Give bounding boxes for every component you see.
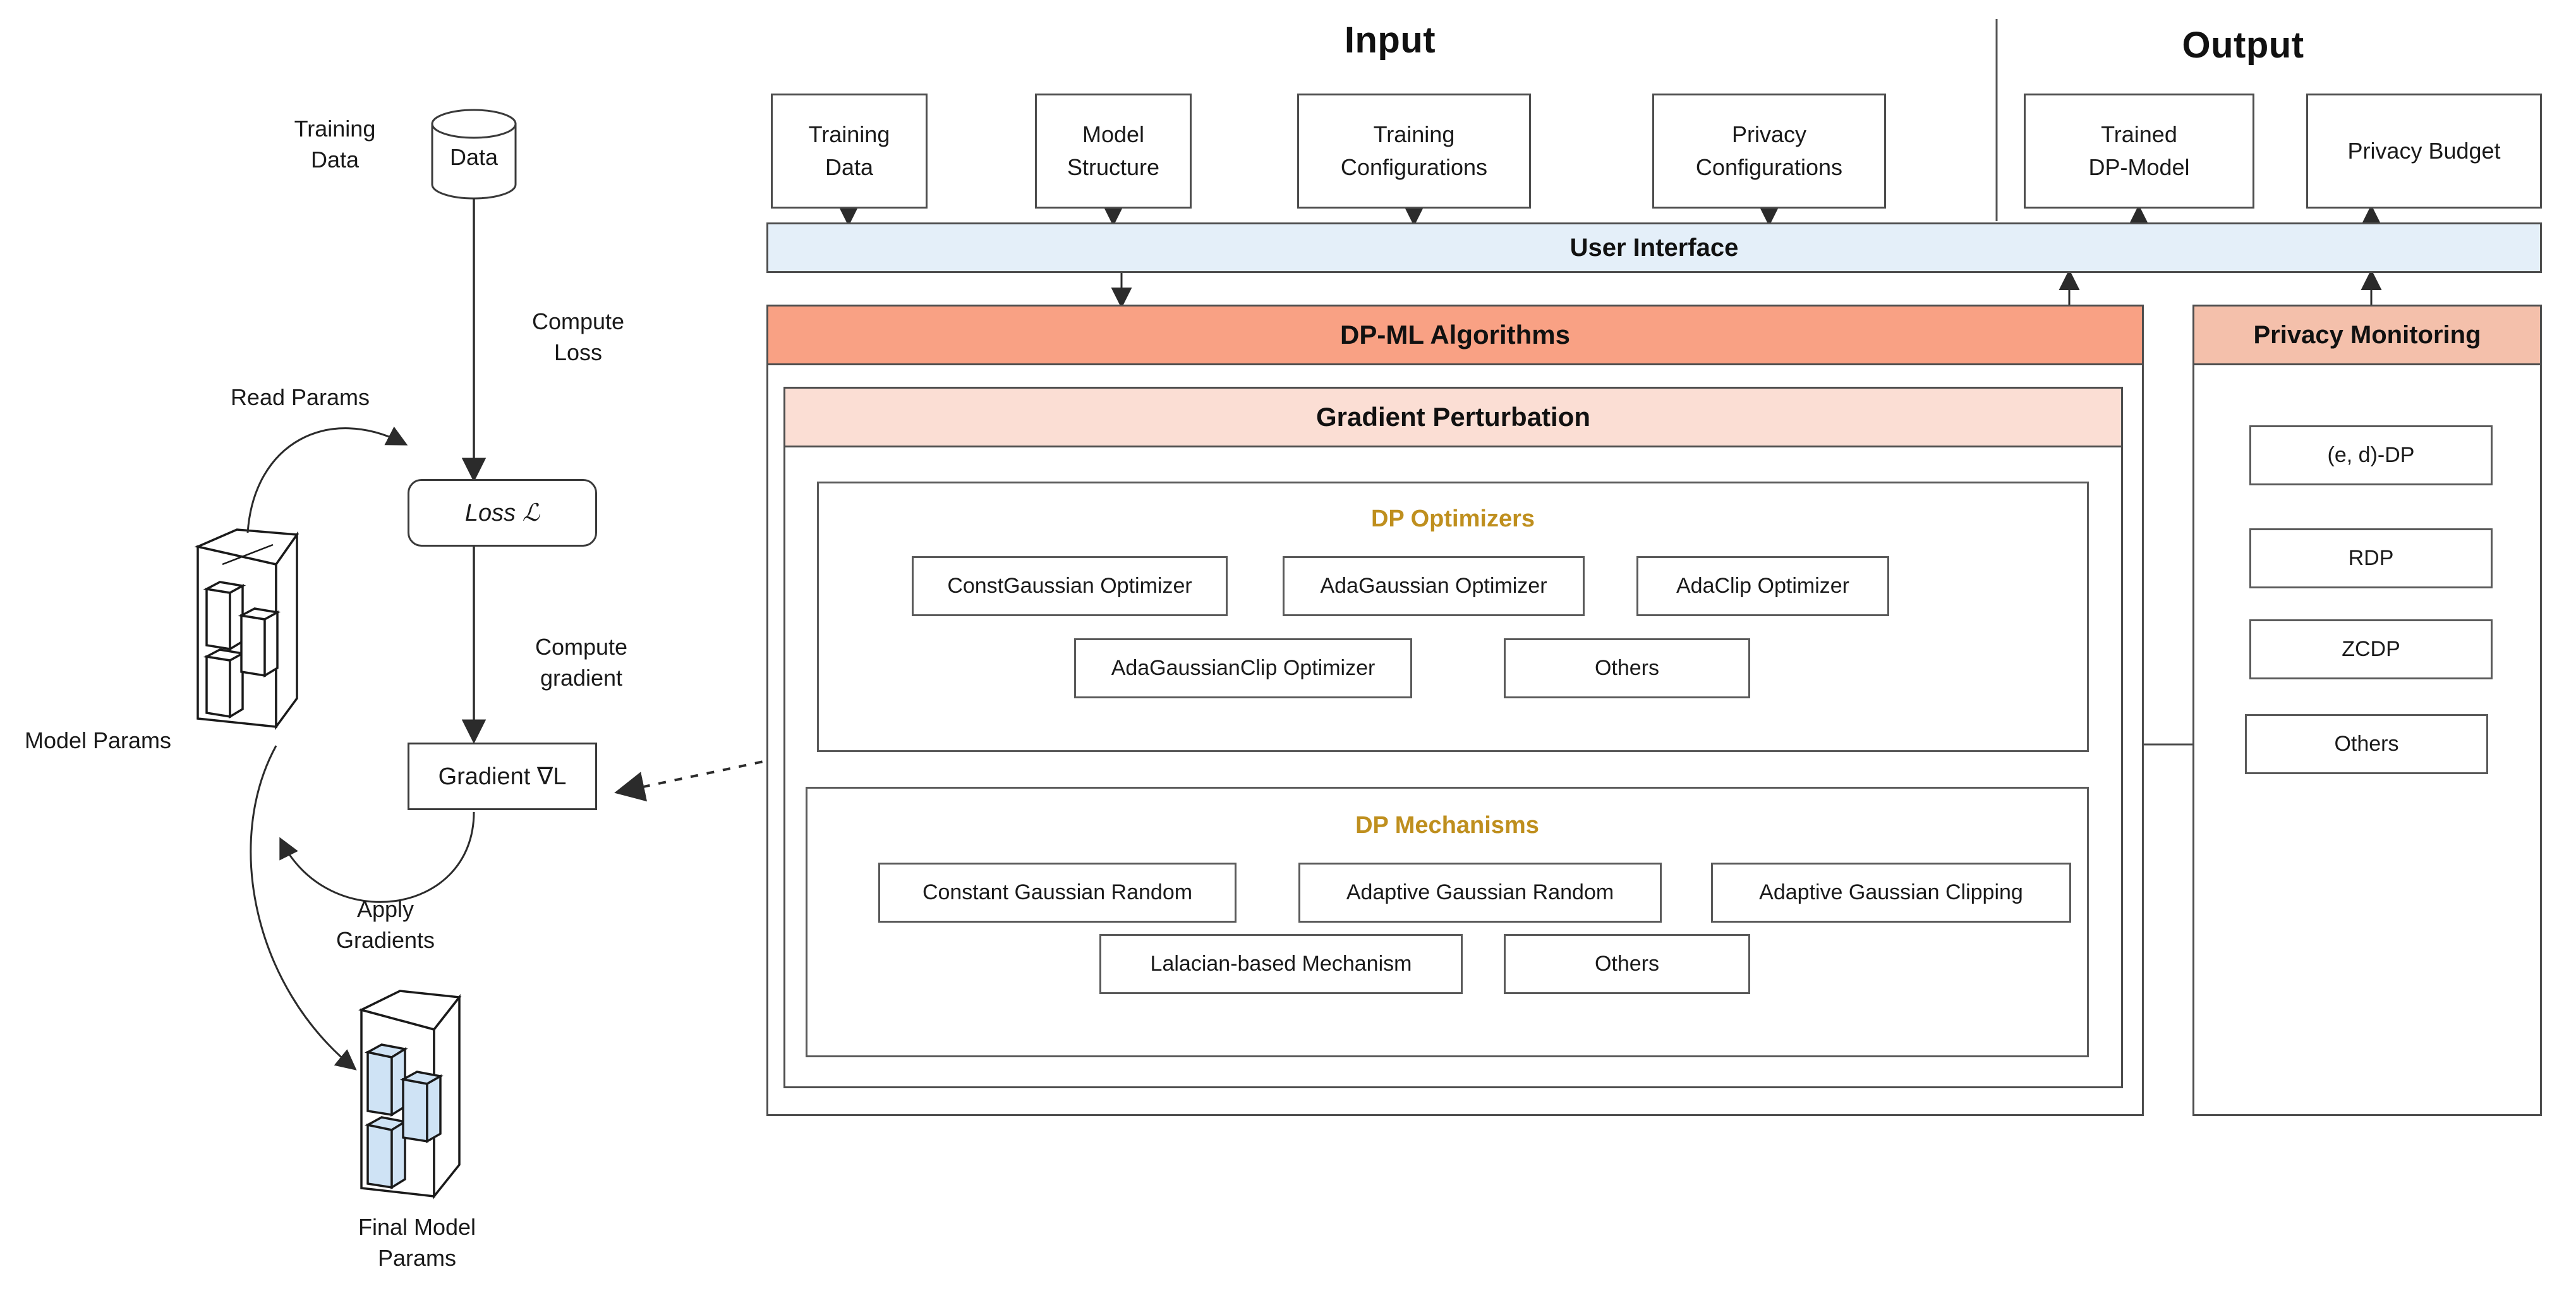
- model-params-3d-shape: [194, 528, 299, 731]
- dp-optimizers-group: [817, 482, 2089, 752]
- input-box-training-data[interactable]: Training Data: [771, 94, 928, 209]
- dp-optimizer-adagaussian[interactable]: AdaGaussian Optimizer: [1283, 556, 1585, 616]
- dp-optimizer-others[interactable]: Others: [1504, 638, 1750, 698]
- chip-label: RDP: [2348, 546, 2394, 570]
- dpml-algorithms-title: DP-ML Algorithms: [1340, 320, 1570, 349]
- output-box-privacy-budget[interactable]: Privacy Budget: [2306, 94, 2542, 209]
- model-params-label: Model Params: [24, 727, 172, 753]
- read-params-label: Read Params: [230, 384, 370, 410]
- dp-mechanism-constant-gaussian-random[interactable]: Constant Gaussian Random: [878, 863, 1237, 923]
- gradient-perturbation-title: Gradient Perturbation: [1315, 402, 1591, 432]
- training-data-label-line2: Data: [310, 146, 360, 173]
- input-box-line2: Structure: [1067, 154, 1160, 180]
- dp-optimizer-constgaussian[interactable]: ConstGaussian Optimizer: [912, 556, 1228, 616]
- dp-optimizer-adagaussianclip[interactable]: AdaGaussianClip Optimizer: [1074, 638, 1412, 698]
- input-box-line2: Configurations: [1695, 154, 1843, 180]
- data-cylinder-label: Data: [449, 144, 499, 170]
- apply-gradients-label: Apply Gradients: [336, 896, 435, 953]
- output-section-title: Output: [2182, 25, 2304, 66]
- user-interface-bar[interactable]: User Interface: [766, 222, 2542, 273]
- chip-label: (e, d)-DP: [2327, 443, 2415, 467]
- output-box-label: Privacy Budget: [2347, 137, 2501, 164]
- final-model-params-label: Final Model Params: [358, 1214, 476, 1271]
- compute-gradient-label: Compute gradient: [535, 634, 628, 691]
- chip-label: AdaClip Optimizer: [1676, 574, 1849, 598]
- input-box-privacy-configurations[interactable]: Privacy Configurations: [1652, 94, 1886, 209]
- chip-label: Adaptive Gaussian Clipping: [1759, 880, 2023, 904]
- input-box-line1: Training: [1373, 121, 1455, 147]
- chip-label: Others: [1594, 952, 1660, 976]
- dpml-algorithms-header[interactable]: DP-ML Algorithms: [766, 305, 2144, 365]
- compute-loss-label: Compute Loss: [531, 308, 625, 365]
- user-interface-label: User Interface: [1569, 233, 1739, 262]
- chip-label: Others: [2334, 732, 2399, 756]
- dp-optimizer-adaclip[interactable]: AdaClip Optimizer: [1636, 556, 1889, 616]
- output-box-line2: DP-Model: [2088, 154, 2190, 180]
- privacy-monitoring-item-others[interactable]: Others: [2245, 714, 2488, 774]
- chip-label: ConstGaussian Optimizer: [947, 574, 1192, 598]
- dp-mechanism-others[interactable]: Others: [1504, 934, 1750, 994]
- input-box-model-structure[interactable]: Model Structure: [1035, 94, 1192, 209]
- input-box-line1: Privacy: [1731, 121, 1807, 147]
- dp-mechanism-lalacian-based[interactable]: Lalacian-based Mechanism: [1099, 934, 1463, 994]
- privacy-monitoring-title: Privacy Monitoring: [2253, 320, 2481, 349]
- input-box-line1: Training: [808, 121, 890, 147]
- privacy-monitoring-item-zcdp[interactable]: ZCDP: [2249, 619, 2493, 679]
- output-box-trained-dp-model[interactable]: Trained DP-Model: [2024, 94, 2254, 209]
- chip-label: AdaGaussian Optimizer: [1320, 574, 1547, 598]
- training-data-label-line1: Training: [294, 116, 376, 142]
- gradient-perturbation-header[interactable]: Gradient Perturbation: [783, 387, 2123, 447]
- dp-optimizers-title: DP Optimizers: [1370, 506, 1535, 532]
- input-section-title: Input: [1344, 20, 1436, 61]
- gradient-box-label: Gradient ∇L: [438, 763, 567, 790]
- input-box-line1: Model: [1082, 121, 1145, 147]
- gradient-box[interactable]: Gradient ∇L: [408, 743, 597, 810]
- privacy-monitoring-item-ed-dp[interactable]: (e, d)-DP: [2249, 425, 2493, 485]
- chip-label: Adaptive Gaussian Random: [1346, 880, 1614, 904]
- input-box-line2: Configurations: [1340, 154, 1488, 180]
- final-model-params-3d-shape: [358, 990, 462, 1199]
- training-data-label: Training Data: [253, 114, 417, 175]
- chip-label: Lalacian-based Mechanism: [1150, 952, 1412, 976]
- chip-label: AdaGaussianClip Optimizer: [1111, 656, 1376, 680]
- input-box-line2: Data: [825, 154, 874, 180]
- chip-label: Constant Gaussian Random: [922, 880, 1193, 904]
- dp-mechanism-adaptive-gaussian-clipping[interactable]: Adaptive Gaussian Clipping: [1711, 863, 2071, 923]
- loss-box-label: Loss ℒ: [464, 500, 540, 526]
- input-box-training-configurations[interactable]: Training Configurations: [1297, 94, 1531, 209]
- privacy-monitoring-header[interactable]: Privacy Monitoring: [2192, 305, 2542, 365]
- chip-label: ZCDP: [2342, 637, 2400, 661]
- output-box-line1: Trained: [2101, 121, 2177, 147]
- loss-box[interactable]: Loss ℒ: [408, 479, 597, 547]
- dp-mechanisms-title: DP Mechanisms: [1355, 812, 1539, 839]
- chip-label: Others: [1594, 656, 1660, 680]
- privacy-monitoring-item-rdp[interactable]: RDP: [2249, 528, 2493, 588]
- dp-mechanism-adaptive-gaussian-random[interactable]: Adaptive Gaussian Random: [1298, 863, 1662, 923]
